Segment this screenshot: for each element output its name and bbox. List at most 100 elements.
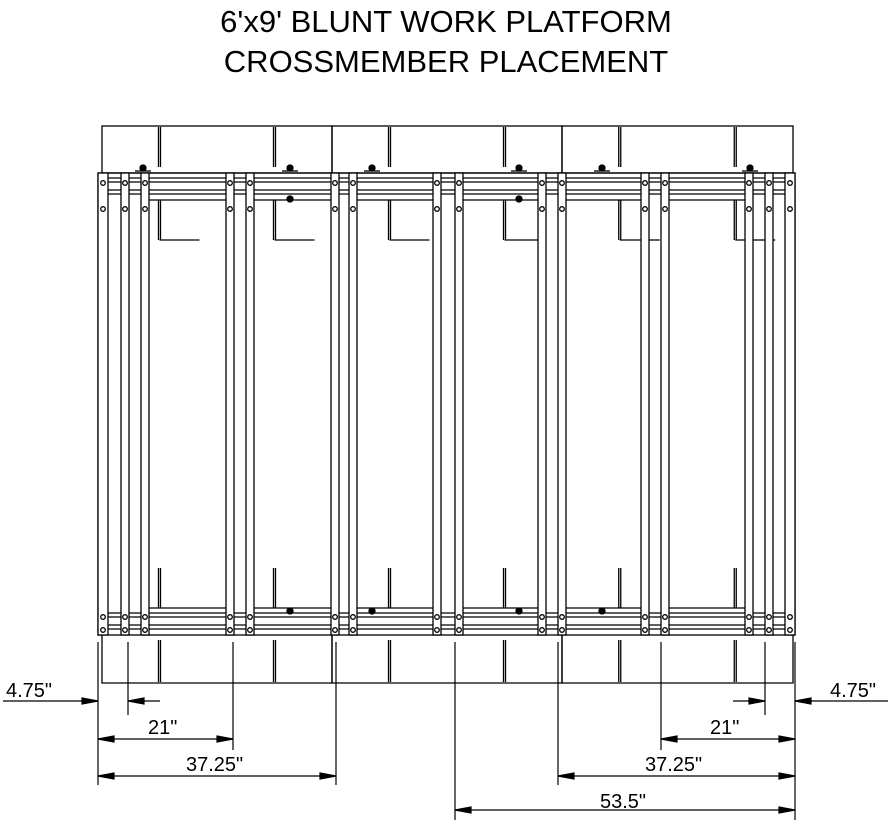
arrowhead — [778, 735, 796, 743]
bolt-hole — [456, 206, 462, 212]
deck-slot — [387, 127, 392, 167]
deck-slot-inner — [618, 568, 622, 608]
bolt-hole — [122, 180, 128, 186]
bolt-hole — [122, 627, 128, 633]
bolt-hole — [227, 614, 233, 620]
deck-slot-inner — [272, 568, 277, 608]
bolt-hole — [247, 180, 253, 186]
bolt-hole — [766, 180, 772, 186]
bolt-hole — [766, 627, 772, 633]
deck-slot-inner — [387, 200, 430, 241]
bolt-hole — [559, 614, 565, 620]
bolt-hole — [247, 627, 253, 633]
bolt-hole — [142, 627, 148, 633]
deck-slot — [502, 640, 507, 682]
bolt-hole — [642, 180, 648, 186]
bolt-hole — [787, 614, 793, 620]
crossmember — [140, 172, 150, 636]
bolt-hole — [539, 614, 545, 620]
frame-outline — [97, 172, 796, 636]
arrowhead — [127, 697, 145, 705]
crossmember — [432, 172, 442, 636]
bolt-hole — [100, 614, 106, 620]
crossmember — [537, 172, 547, 636]
arrowhead — [81, 697, 99, 705]
bolt-hole — [642, 614, 648, 620]
deck-boards — [101, 125, 794, 684]
bolt-hole — [350, 627, 356, 633]
arrowhead — [454, 806, 472, 814]
arrowhead — [319, 772, 337, 780]
deck-board-top — [101, 125, 333, 174]
bracket-bolt — [368, 607, 376, 615]
bolt-hole — [142, 614, 148, 620]
bolt-hole — [559, 627, 565, 633]
crossmember — [744, 172, 754, 636]
bolt-hole — [559, 180, 565, 186]
bracket-bolt — [515, 607, 523, 615]
bolt-hole — [539, 206, 545, 212]
arrowhead — [748, 697, 766, 705]
deck-board-top — [331, 125, 563, 174]
bolt-hole — [350, 206, 356, 212]
deck-slot — [157, 127, 162, 167]
bolt-hole — [247, 206, 253, 212]
drawing-title-line2: CROSSMEMBER PLACEMENT — [223, 44, 669, 79]
bolt-hole — [662, 614, 668, 620]
bolt-hole — [350, 614, 356, 620]
deck-slot — [618, 127, 622, 167]
arrowhead — [97, 772, 115, 780]
crossmember — [660, 172, 670, 636]
bolt-hole — [142, 180, 148, 186]
bracket-bolt — [286, 607, 294, 615]
bolt-hole — [642, 206, 648, 212]
bolt-hole — [746, 206, 752, 212]
bolt-hole — [247, 614, 253, 620]
bolt-hole — [456, 627, 462, 633]
arrowhead — [97, 735, 115, 743]
deck-slot — [733, 640, 737, 682]
deck-slot — [157, 640, 162, 682]
bolt-hole — [746, 627, 752, 633]
bolt-hole — [662, 206, 668, 212]
deck-slot — [502, 127, 507, 167]
bracket-bolt — [368, 164, 376, 172]
deck-slot — [272, 640, 277, 682]
bracket-bolt — [746, 164, 754, 172]
bracket-bolt — [286, 195, 294, 203]
bracket-bolt — [139, 164, 147, 172]
deck-slot — [618, 640, 622, 682]
bolt-hole — [746, 614, 752, 620]
deck-slot-inner — [618, 200, 660, 241]
bracket-bolt — [598, 164, 606, 172]
deck-slot-inner — [733, 568, 737, 608]
bolt-hole — [559, 206, 565, 212]
bolt-hole — [332, 614, 338, 620]
deck-slot — [733, 127, 737, 167]
deck-slot-inner — [387, 568, 392, 608]
crossmember — [120, 172, 130, 636]
bolt-hole — [456, 614, 462, 620]
deck-slot-inner — [272, 200, 315, 241]
deck-board-bottom — [101, 635, 333, 684]
bracket-bolt — [598, 607, 606, 615]
bolt-hole — [539, 627, 545, 633]
bolt-hole — [122, 206, 128, 212]
bolt-hole — [766, 206, 772, 212]
bolt-hole — [434, 206, 440, 212]
bolt-hole — [100, 180, 106, 186]
bolt-hole — [662, 180, 668, 186]
drawing-title-line1: 6'x9' BLUNT WORK PLATFORM — [220, 4, 672, 39]
deck-slot-inner — [502, 568, 507, 608]
arrowhead — [660, 735, 678, 743]
bolt-hole — [746, 180, 752, 186]
crossmember — [348, 172, 358, 636]
deck-slot — [272, 127, 277, 167]
bolt-hole — [332, 180, 338, 186]
crossmember — [330, 172, 340, 636]
bolt-hole — [434, 627, 440, 633]
dim-right-4-75: 4.75" — [830, 680, 876, 702]
bolt-hole — [332, 206, 338, 212]
dimension-lines — [3, 642, 888, 820]
